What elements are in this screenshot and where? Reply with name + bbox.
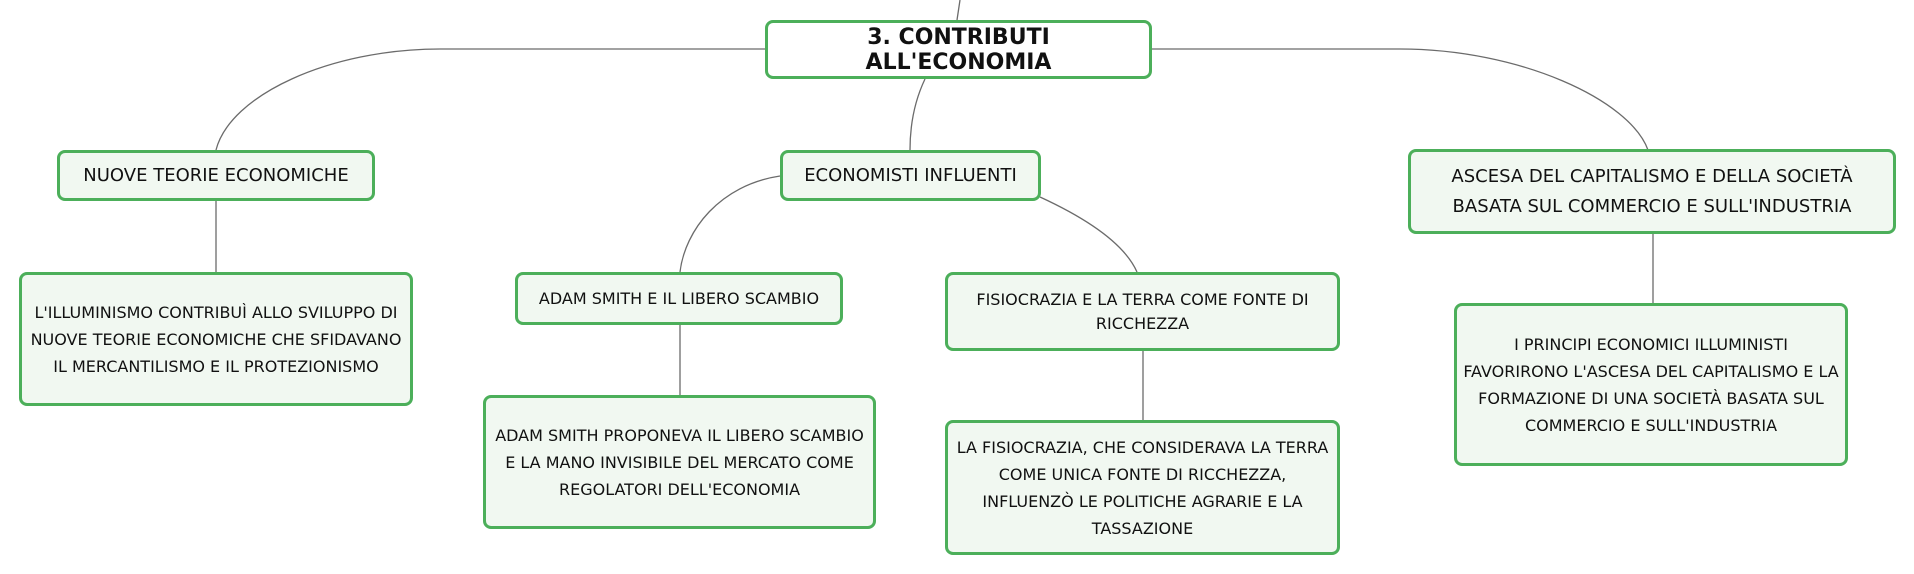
detail-text: I PRINCIPI ECONOMICI ILLUMINISTI FAVORIR… [1463, 334, 1839, 435]
detail-capitalismo[interactable]: I PRINCIPI ECONOMICI ILLUMINISTI FAVORIR… [1454, 303, 1848, 466]
connector-economisti-to-fisiocrazia [1039, 196, 1138, 273]
subtopic-label: FISIOCRAZIA E LA TERRA COME FONTE DI RIC… [976, 289, 1309, 333]
topic-economisti-influenti[interactable]: ECONOMISTI INFLUENTI [780, 150, 1041, 201]
connector-root-to-economisti [909, 78, 926, 151]
root-label: 3. CONTRIBUTI ALL'ECONOMIA [865, 24, 1052, 75]
detail-text: L'ILLUMINISMO CONTRIBUÌ ALLO SVILUPPO DI… [30, 302, 402, 376]
topic-label: ASCESA DEL CAPITALISMO E DELLA SOCIETÀ B… [1451, 165, 1853, 217]
topic-nuove-teorie-economiche[interactable]: NUOVE TEORIE ECONOMICHE [57, 150, 375, 201]
detail-text: LA FISIOCRAZIA, CHE CONSIDERAVA LA TERRA… [956, 437, 1329, 538]
topic-ascesa-del-capitalismo[interactable]: ASCESA DEL CAPITALISMO E DELLA SOCIETÀ B… [1408, 149, 1896, 234]
subtopic-fisiocrazia[interactable]: FISIOCRAZIA E LA TERRA COME FONTE DI RIC… [945, 272, 1340, 351]
detail-adam-smith[interactable]: ADAM SMITH PROPONEVA IL LIBERO SCAMBIO E… [483, 395, 876, 529]
detail-teorie-economiche[interactable]: L'ILLUMINISMO CONTRIBUÌ ALLO SVILUPPO DI… [19, 272, 413, 406]
subtopic-label: ADAM SMITH E IL LIBERO SCAMBIO [538, 288, 820, 308]
detail-fisiocrazia[interactable]: LA FISIOCRAZIA, CHE CONSIDERAVA LA TERRA… [945, 420, 1340, 555]
root-node[interactable]: 3. CONTRIBUTI ALL'ECONOMIA [765, 20, 1152, 79]
connector-economisti-to-smith [679, 175, 781, 273]
topic-label: NUOVE TEORIE ECONOMICHE [83, 164, 349, 186]
topic-label: ECONOMISTI INFLUENTI [804, 164, 1017, 186]
connector-parent-to-root [956, 0, 961, 21]
subtopic-adam-smith[interactable]: ADAM SMITH E IL LIBERO SCAMBIO [515, 272, 843, 325]
connector-root-to-capitalismo [1150, 48, 1649, 151]
connector-root-to-teorie [215, 48, 765, 151]
detail-text: ADAM SMITH PROPONEVA IL LIBERO SCAMBIO E… [495, 425, 864, 499]
